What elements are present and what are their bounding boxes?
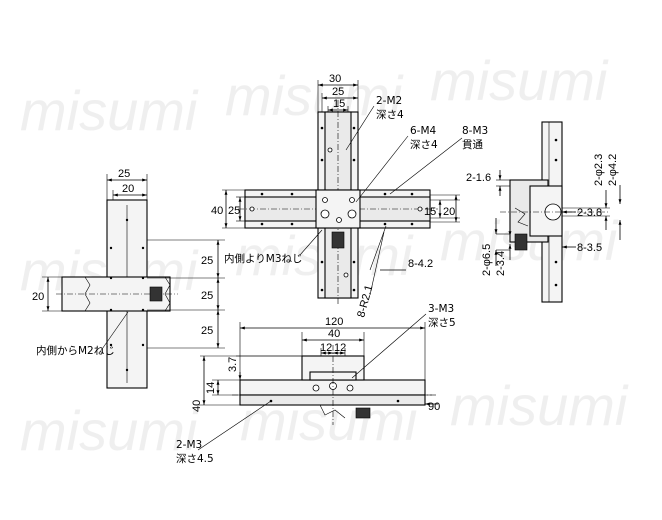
note-3-m3-depth: 深さ5 [428, 317, 456, 329]
note-3-m3: 3-M3 [428, 303, 454, 315]
dim-h40: 40 [211, 205, 223, 217]
dim-w90: 90 [428, 401, 440, 413]
left-adjust-knob [149, 286, 163, 302]
dim-8-4-2: 8-4.2 [408, 258, 433, 270]
dim-phi-4-2: 2-φ4.2 [607, 154, 619, 186]
dim-h3-7: 3.7 [227, 357, 239, 372]
dim-8-3-5: 8-3.5 [577, 242, 602, 254]
svg-text:misumi: misumi [20, 399, 199, 462]
dim-w30: 30 [329, 73, 341, 85]
dim-r15: 15 [424, 206, 436, 218]
dim-right-lower: 25 [201, 325, 213, 337]
front-adjust-knob [355, 407, 371, 419]
left-view: 25 20 20 25 25 25 内側からM2ねじ [32, 168, 225, 389]
note-8-m3: 8-M3 [462, 125, 488, 137]
note-8-m3-thru: 貫通 [462, 139, 483, 151]
note-inside-m3: 内側よりM3ねじ [224, 252, 303, 265]
dim-w120: 120 [325, 316, 343, 328]
dim-w12-b: 12 [334, 342, 346, 354]
front-view: 120 40 12 12 3.7 14 40 90 3-M3 深さ5 2-M3 … [176, 303, 456, 465]
dim-2-1-6: 2-1.6 [466, 172, 491, 184]
dim-w40: 40 [328, 328, 340, 340]
svg-text:misumi: misumi [20, 79, 199, 142]
note-6-m4: 6-M4 [410, 125, 437, 137]
dim-h25: 25 [228, 205, 240, 217]
dim-left-width: 20 [32, 291, 44, 303]
top-center-block [315, 189, 361, 229]
dim-phi-2-3: 2-φ2.3 [593, 154, 605, 186]
svg-text:misumi: misumi [430, 49, 609, 112]
top-adjust-knob [331, 231, 345, 249]
dim-w12-a: 12 [320, 342, 332, 354]
dim-h14: 14 [205, 382, 217, 394]
note-2-m3: 2-M3 [176, 439, 202, 451]
dim-w15: 15 [333, 98, 345, 110]
dim-h40-front: 40 [191, 400, 203, 412]
right-view: 2-1.6 2-φ2.3 2-φ4.2 2-3.8 2-φ6.5 2-3.4 8… [466, 121, 622, 303]
dim-phi-6-5: 2-φ6.5 [481, 244, 493, 276]
note-inside-m2: 内側からM2ねじ [36, 344, 115, 357]
right-adjust-knob [514, 233, 528, 251]
dim-right-upper: 25 [201, 255, 213, 267]
svg-text:misumi: misumi [225, 64, 404, 127]
svg-text:misumi: misumi [450, 374, 629, 437]
note-2-m2: 2-M2 [376, 95, 402, 107]
note-2-m2-depth: 深さ4 [376, 109, 404, 121]
dim-2-3-8: 2-3.8 [577, 207, 602, 219]
note-6-m4-depth: 深さ4 [410, 139, 438, 151]
dim-2-3-4: 2-3.4 [495, 251, 507, 276]
dim-right-mid: 25 [201, 290, 213, 302]
dim-w25: 25 [332, 86, 344, 98]
dim-top-outer: 25 [118, 168, 130, 180]
dim-r20: 20 [443, 206, 455, 218]
note-2-m3-depth: 深さ4.5 [176, 453, 214, 465]
dim-top-inner: 20 [122, 183, 134, 195]
